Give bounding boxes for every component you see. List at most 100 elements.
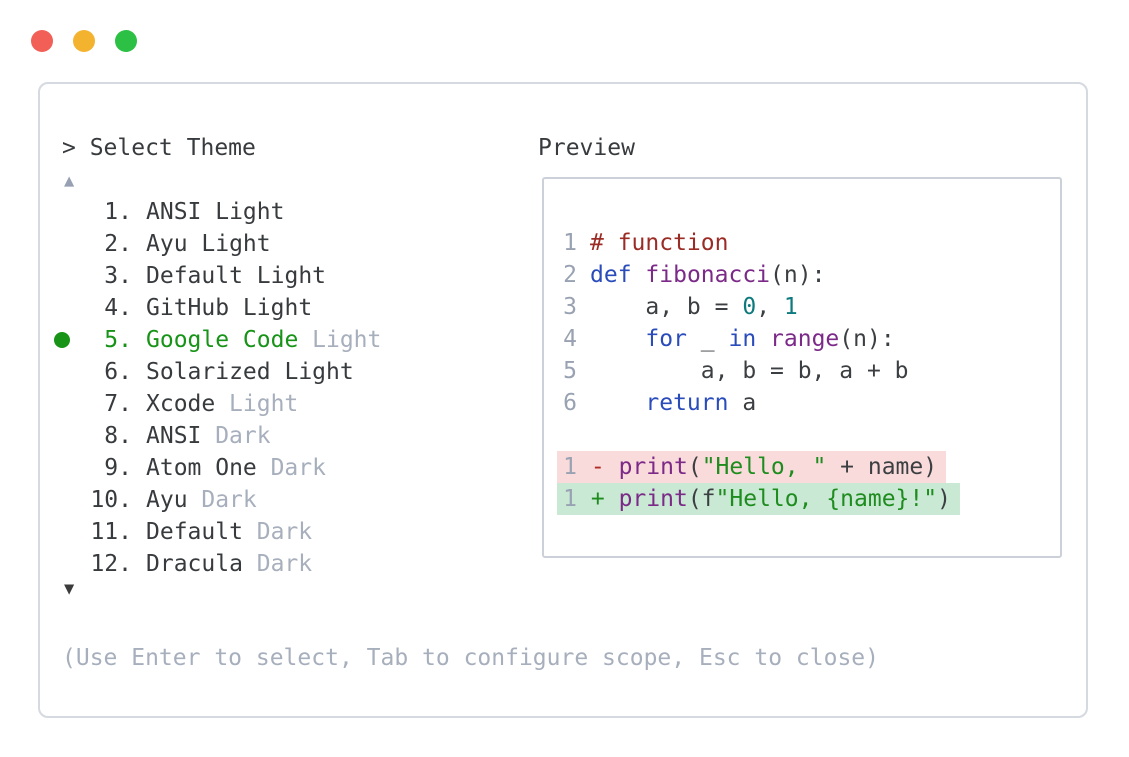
bullet-placeholder (54, 300, 70, 316)
diff-plus-sign: + (590, 486, 605, 512)
theme-name: Default Light (146, 263, 327, 289)
diff-highlight-removed: 1 - print("Hello, " + name) (557, 451, 947, 483)
bullet-placeholder (54, 460, 70, 476)
theme-name: GitHub Light (146, 295, 313, 321)
code-token: fibonacci (645, 262, 771, 288)
minimize-button[interactable] (73, 30, 95, 52)
close-button[interactable] (31, 30, 53, 52)
theme-variant: Dark (256, 519, 313, 545)
code-token: 0 (742, 294, 757, 320)
theme-item-default[interactable]: 11. Default Dark (40, 516, 526, 548)
theme-number: 3. (104, 263, 132, 289)
theme-variant: Dark (256, 551, 313, 577)
theme-variant: Dark (215, 423, 271, 449)
code-token: 1 (783, 294, 798, 320)
theme-name: Google Code (146, 327, 299, 353)
theme-item-xcode[interactable]: 7. Xcode Light (40, 388, 526, 420)
zoom-button[interactable] (115, 30, 137, 52)
theme-number: 7. (104, 391, 132, 417)
theme-name: Solarized Light (146, 359, 354, 385)
theme-number: 4. (104, 295, 132, 321)
theme-name: Default (146, 519, 243, 545)
window-controls (31, 30, 137, 52)
code-token: in (728, 326, 757, 352)
bullet-placeholder (54, 556, 70, 572)
line-number: 3 (563, 294, 577, 320)
code-token: a (728, 390, 757, 416)
code-token: ( (687, 454, 702, 480)
code-token (756, 326, 770, 352)
theme-item-github-light[interactable]: 4. GitHub Light (40, 292, 526, 324)
theme-name: ANSI Light (146, 199, 285, 225)
code-token: print (618, 454, 688, 480)
code-token: (n): (770, 262, 826, 288)
code-token (632, 262, 646, 288)
bullet-placeholder (54, 396, 70, 412)
code-token: + name) (826, 454, 938, 480)
scroll-down-indicator[interactable]: ▼ (64, 579, 75, 599)
theme-variant: Light (229, 391, 299, 417)
line-number: 1 (563, 486, 577, 512)
selected-indicator-dot (54, 332, 70, 348)
bullet-placeholder (54, 268, 70, 284)
diff-minus-sign: - (590, 454, 605, 480)
line-number: 1 (563, 230, 577, 256)
bullet-placeholder (54, 428, 70, 444)
theme-number: 6. (104, 359, 132, 385)
theme-item-solarized-light[interactable]: 6. Solarized Light (40, 356, 526, 388)
theme-number: 10. (90, 487, 132, 513)
theme-item-default-light[interactable]: 3. Default Light (40, 260, 526, 292)
code-token: "Hello, {name}!" (715, 486, 938, 512)
code-token: print (618, 486, 688, 512)
theme-number: 1. (104, 199, 132, 225)
diff-highlight-added: 1 + print(f"Hello, {name}!") (557, 483, 960, 515)
code-token: "Hello, " (701, 454, 827, 480)
theme-number: 5. (104, 327, 132, 353)
code-token: (f (687, 486, 716, 512)
theme-item-google-code[interactable]: 5. Google Code Light (40, 324, 526, 356)
bullet-placeholder (54, 364, 70, 380)
keyboard-hint: (Use Enter to select, Tab to configure s… (62, 645, 879, 671)
line-number: 4 (563, 326, 577, 352)
line-number: 1 (563, 454, 577, 480)
blank-line (563, 419, 1060, 451)
code-token: ) (937, 486, 951, 512)
theme-number: 11. (90, 519, 132, 545)
code-token: for (645, 326, 687, 352)
code-token: return (645, 390, 729, 416)
theme-number: 2. (104, 231, 132, 257)
theme-list: 1. ANSI Light 2. Ayu Light 3. Default Light 4.… (40, 196, 526, 580)
theme-variant: Light (312, 327, 382, 353)
code-token: (n): (839, 326, 895, 352)
line-number: 5 (563, 358, 577, 384)
code-token: _ (686, 326, 729, 352)
preview-title: Preview (538, 135, 635, 161)
scroll-up-indicator[interactable]: ▲ (64, 171, 75, 191)
theme-name: Dracula (146, 551, 243, 577)
code-line: 6 return a (563, 387, 1060, 419)
code-token: def (590, 262, 632, 288)
theme-item-ansi-light[interactable]: 1. ANSI Light (40, 196, 526, 228)
code-line: 1# function (563, 227, 1060, 259)
code-line: 3 a, b = 0, 1 (563, 291, 1060, 323)
diff-line-added: 1 + print(f"Hello, {name}!") (557, 483, 1060, 515)
code-token: a, b = b, a + b (590, 358, 909, 384)
diff-line-removed: 1 - print("Hello, " + name) (557, 451, 1060, 483)
theme-item-ayu-light[interactable]: 2. Ayu Light (40, 228, 526, 260)
theme-name: Xcode (146, 391, 216, 417)
theme-name: Atom One (146, 455, 257, 481)
bullet-placeholder (54, 204, 70, 220)
code-token (590, 326, 645, 352)
code-token (590, 390, 645, 416)
theme-number: 8. (104, 423, 132, 449)
theme-name: Ayu Light (146, 231, 271, 257)
code-line: 4 for _ in range(n): (563, 323, 1060, 355)
